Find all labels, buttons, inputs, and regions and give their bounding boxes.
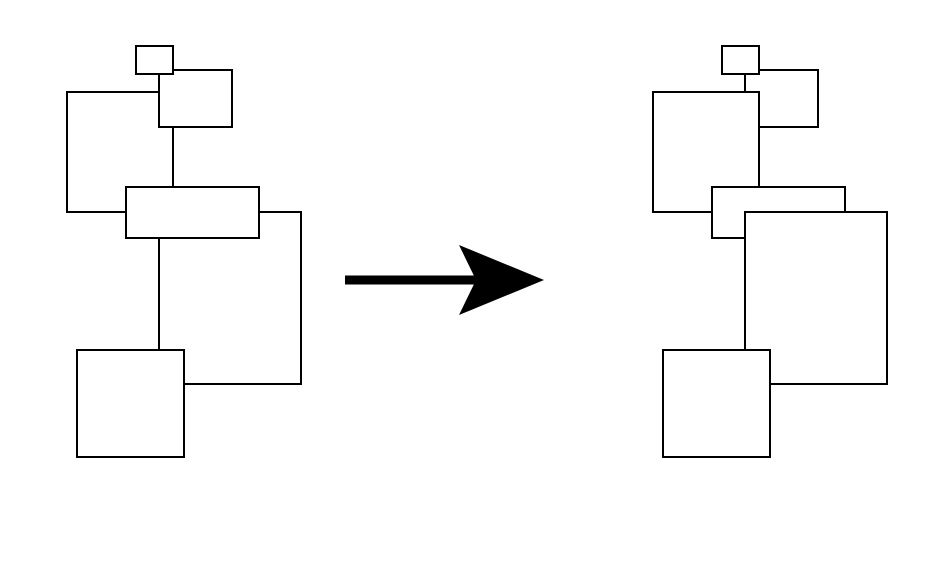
- node-box-small: [721, 45, 760, 75]
- after-panel: [652, 45, 888, 458]
- connector-line: [184, 211, 302, 385]
- node-box-large: [158, 69, 233, 128]
- arrow-head: [459, 245, 544, 315]
- node-box-wide: [125, 186, 260, 239]
- connector-line: [759, 69, 819, 128]
- transform-arrow: [345, 245, 544, 315]
- node-box-small: [135, 45, 174, 75]
- node-box-square: [76, 349, 185, 458]
- before-panel: [66, 45, 302, 458]
- connector-line: [66, 91, 159, 213]
- node-box-square: [662, 349, 771, 458]
